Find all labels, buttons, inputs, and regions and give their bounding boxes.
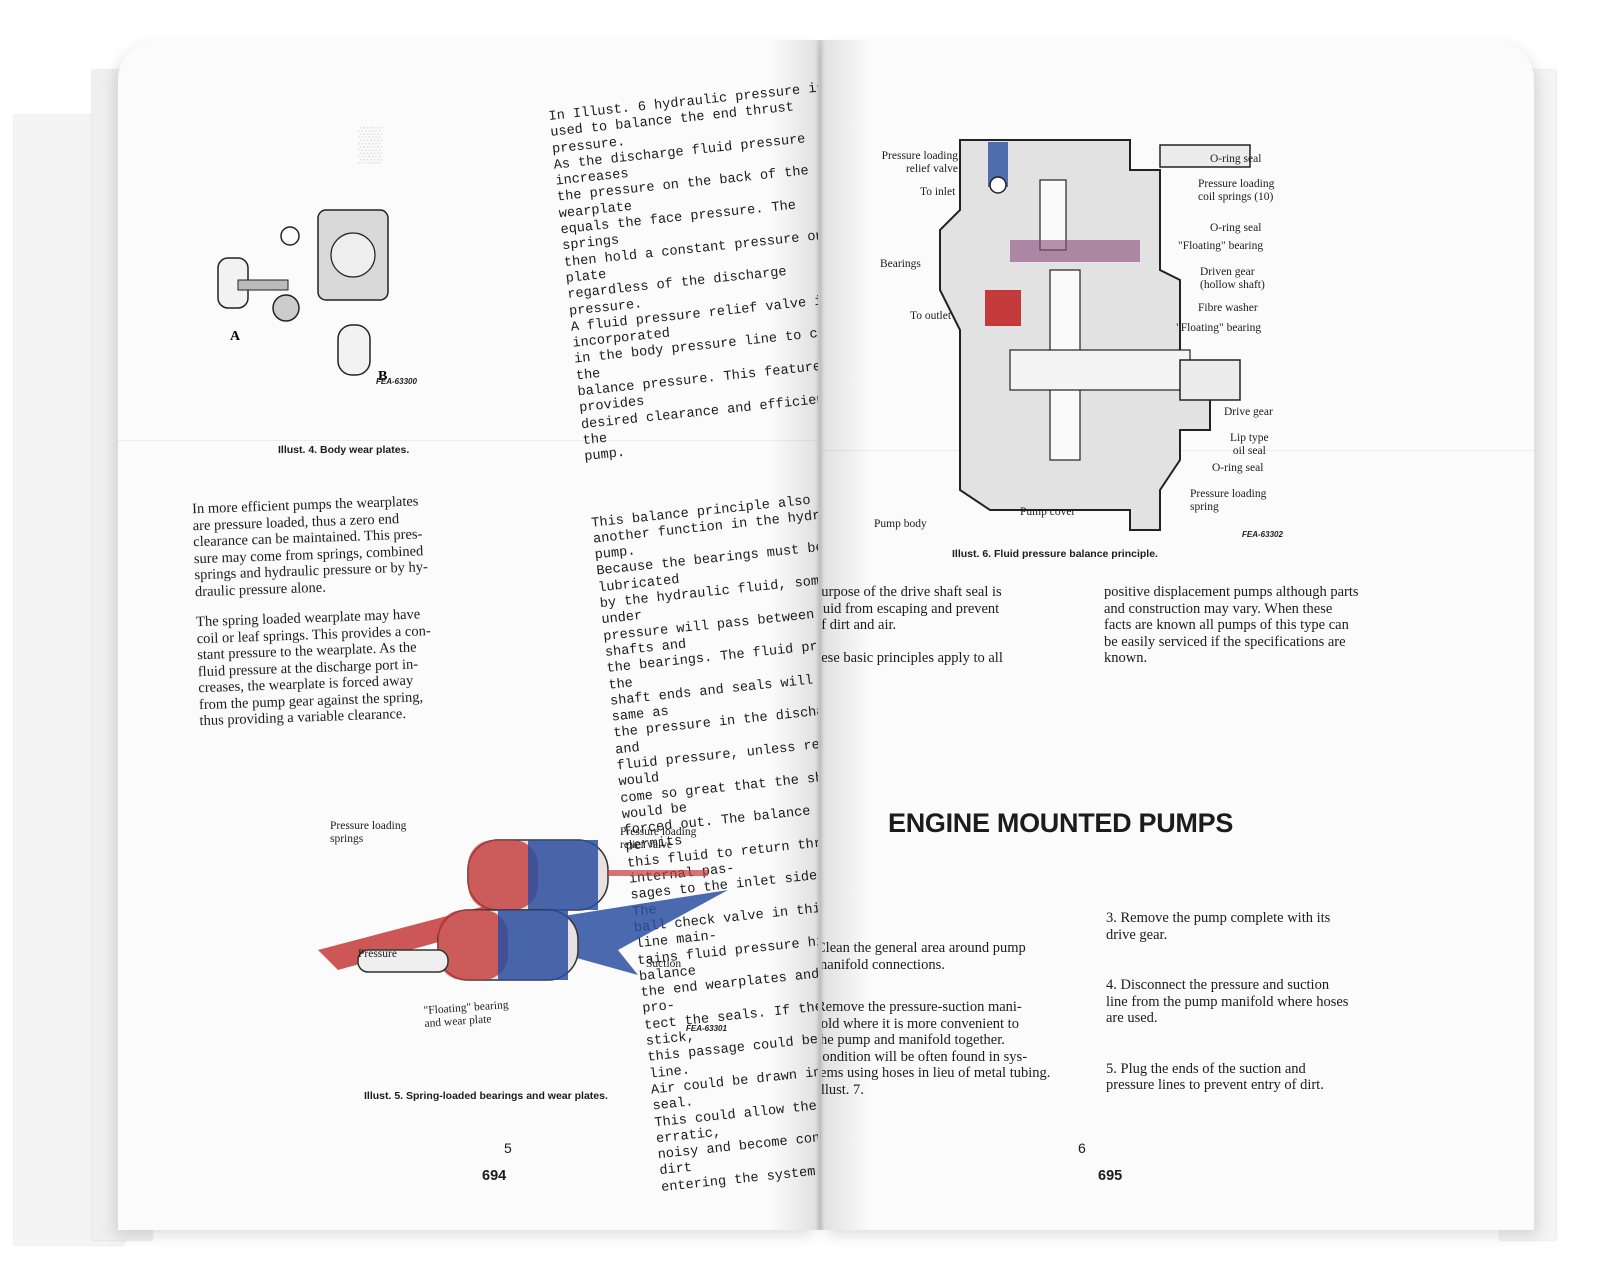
pump-bore-shape: [330, 232, 376, 278]
illust6-label-o-ring-2: O-ring seal: [1210, 222, 1262, 234]
inlet-port-shape: [988, 142, 1008, 187]
illust6-label-lip-seal: Lip type oil seal: [1230, 432, 1269, 457]
illust6-label-inlet: To inlet: [920, 186, 956, 198]
right-page: Pressure loading relief valve To inlet B…: [822, 40, 1534, 1230]
top-fitting-shape: [1159, 144, 1251, 168]
steps-left-column: Clean the general area around pump manif…: [822, 940, 1066, 1112]
illust6-label-o-ring-1: O-ring seal: [1210, 153, 1262, 165]
illust6-caption: Illust. 6. Fluid pressure balance princi…: [952, 548, 1158, 560]
illust6-label-outlet: To outlet: [910, 310, 952, 322]
illust6-label-cover: Pump cover: [1020, 506, 1076, 518]
step-paragraph: 3. Remove the pump complete with its dri…: [1106, 910, 1331, 943]
section-heading: ENGINE MOUNTED PUMPS: [888, 808, 1234, 838]
right-page-number: 6: [1078, 1140, 1086, 1156]
right-column-2: positive displacement pumps although par…: [1104, 584, 1359, 666]
illust6-label-o-ring-3: O-ring seal: [1212, 462, 1264, 474]
drive-gear-shape: [1009, 349, 1191, 391]
paragraph: In Illust. 6 hydraulic pressure is used …: [548, 81, 818, 466]
hollow-shaft-shape: [1039, 179, 1067, 251]
illust5-code: FEA-63301: [686, 1024, 727, 1033]
paragraph: In more efficient pumps the wearplates a…: [191, 493, 429, 600]
illust5-drawing: [318, 839, 728, 981]
outlet-port-shape: [985, 290, 1021, 326]
illust6-label-floating-2: "Floating" bearing: [1176, 322, 1262, 334]
upper-gear-red: [468, 840, 538, 910]
illust5-label-pressure: Pressure: [358, 948, 397, 960]
illust4-caption: Illust. 4. Body wear plates.: [278, 444, 410, 456]
paragraph: The spring loaded wearplate may have coi…: [195, 606, 431, 730]
lower-gear-red: [438, 910, 508, 980]
illust6-label-driven-gear: Driven gear (hollow shaft): [1200, 266, 1265, 291]
step-paragraph: 4. Disconnect the pressure and suction l…: [1106, 977, 1349, 1026]
shaft-shape: [237, 279, 289, 291]
illust4-drawing: A B: [217, 209, 389, 384]
illust5-label-relief: Pressure loading relief valve: [620, 826, 697, 851]
gear-shape: [272, 294, 300, 322]
step-paragraph: Remove the pressure-suction mani- fold w…: [822, 999, 1051, 1098]
illust5-caption: Illust. 5. Spring-loaded bearings and we…: [364, 1090, 608, 1102]
left-column-1: In more efficient pumps the wearplates a…: [192, 491, 500, 744]
illust5-label-springs: Pressure loading springs: [330, 820, 407, 845]
illust6-label-floating-1: "Floating" bearing: [1178, 240, 1264, 252]
step-paragraph: Clean the general area around pump manif…: [822, 940, 1026, 973]
lower-gear-blue: [498, 910, 568, 980]
illust6-label-spring: Pressure loading spring: [1190, 488, 1267, 513]
wear-plate-b-shape: [337, 324, 371, 376]
left-page-number: 5: [504, 1140, 512, 1156]
illust6-drawing: [939, 139, 1251, 531]
illust6-label-body: Pump body: [874, 518, 927, 530]
left-page: ▒ A B FEA-63300 Illust. 4. Body wear pla…: [118, 40, 818, 1230]
steps-right-column: 3. Remove the pump complete with its dri…: [1106, 910, 1436, 1108]
check-ball-shape: [989, 176, 1007, 194]
left-footer-number: 694: [482, 1168, 507, 1184]
illust6-label-fibre-washer: Fibre washer: [1198, 302, 1258, 314]
illust4-label-b: B: [378, 369, 387, 384]
right-footer-number: 695: [1098, 1168, 1123, 1184]
illust4-label-a: A: [230, 329, 241, 344]
illust6-label-coil-springs: Pressure loading coil springs (10): [1198, 178, 1275, 203]
paper-fold: [118, 440, 818, 441]
relief-line-shape: [608, 870, 708, 876]
illust4-code: FEA-63300: [376, 377, 417, 386]
upper-gear-blue: [528, 840, 598, 910]
step-paragraph: 5. Plug the ends of the suction and pres…: [1106, 1060, 1324, 1094]
right-column-1: purpose of the drive shaft seal is fluid…: [822, 584, 1003, 666]
illust6-label-drive-gear: Drive gear: [1224, 406, 1273, 418]
illust5-label-suction: Suction: [646, 958, 682, 970]
drive-shaft-shape: [357, 949, 449, 973]
driven-gear-hatch: [1010, 240, 1140, 262]
bleed-through-text: ▒: [358, 125, 383, 163]
illust6-label-bearings: Bearings: [880, 258, 921, 270]
illust6-label-relief: Pressure loading relief valve: [881, 150, 958, 175]
illust6-code: FEA-63302: [1242, 530, 1283, 539]
left-column-2: In Illust. 6 hydraulic pressure is used …: [548, 79, 818, 1211]
o-ring-shape: [280, 226, 300, 246]
threaded-fitting-shape: [1179, 359, 1241, 401]
